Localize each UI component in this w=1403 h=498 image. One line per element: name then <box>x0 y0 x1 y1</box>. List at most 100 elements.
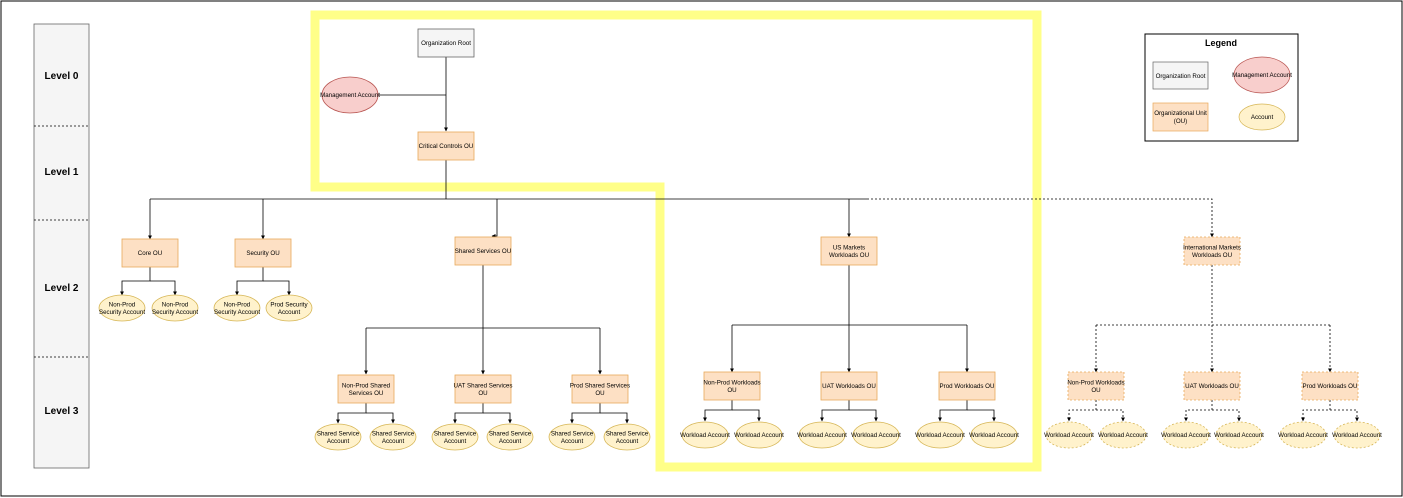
intl-wl-3-node: Workload Account <box>1161 421 1211 449</box>
node-label: Workload Account <box>1161 432 1211 439</box>
ou-shape <box>703 371 761 401</box>
connector <box>1301 400 1331 422</box>
node-label: Security Account <box>214 309 260 316</box>
account-shape <box>486 423 534 451</box>
node-label: Workloads OU <box>1192 252 1232 259</box>
security-ou-node: Security OU <box>234 238 292 268</box>
us-uat-ou-node: UAT Workloads OU <box>820 371 878 401</box>
ou-shape <box>1067 371 1125 401</box>
connector <box>967 409 996 422</box>
node-label: Account <box>499 438 522 445</box>
connector <box>600 412 629 424</box>
level-3-label: Level 3 <box>45 406 79 417</box>
node-label: Critical Controls OU <box>419 143 474 150</box>
ou-shape <box>938 371 996 401</box>
legend-ou-label-line2: (OU) <box>1174 118 1187 125</box>
account-shape <box>970 421 1018 449</box>
us-wl-1-node: Workload Account <box>680 421 730 449</box>
ou-shape <box>454 374 512 404</box>
connector <box>820 400 850 422</box>
management-account-node: Management Account <box>320 76 380 114</box>
management-account-shape <box>321 76 379 114</box>
node-label: Workload Account <box>734 432 784 439</box>
node-label: Workload Account <box>915 432 965 439</box>
node-label: OU <box>727 387 736 394</box>
node-label: Shared Service <box>372 430 415 437</box>
node-label: Account <box>327 438 350 445</box>
level-2-label: Level 2 <box>45 283 79 294</box>
account-shape <box>681 421 729 449</box>
node-label: Services OU <box>349 390 384 397</box>
ou-shape <box>1183 371 1241 401</box>
node-label: Non-Prod Workloads <box>1067 379 1124 386</box>
node-label: Account <box>561 438 584 445</box>
level-bar: Level 0 Level 1 Level 2 Level 3 <box>33 23 90 469</box>
connector <box>1067 400 1097 422</box>
connector <box>570 403 601 424</box>
node-label: Workload Account <box>969 432 1019 439</box>
level-0-label: Level 0 <box>45 71 79 82</box>
node-label: Workload Account <box>1044 432 1094 439</box>
connector <box>1212 409 1241 422</box>
node-label: OU <box>595 390 604 397</box>
node-label: Workload Account <box>797 432 847 439</box>
node-label: UAT Workloads OU <box>1185 383 1239 390</box>
node-label: Workload Account <box>1278 432 1328 439</box>
ou-shape <box>571 374 629 404</box>
shared-services-ou-node: Shared Services OU <box>454 236 512 266</box>
node-label: Shared Service <box>434 430 477 437</box>
node-label: Prod Workloads OU <box>940 383 995 390</box>
node-label: UAT Workloads OU <box>822 383 876 390</box>
ou-shape <box>121 238 179 268</box>
node-label: Workload Account <box>851 432 901 439</box>
level-1-label: Level 1 <box>45 167 79 178</box>
us-wl-5-node: Workload Account <box>915 421 965 449</box>
ou-shape <box>417 131 475 161</box>
account-shape <box>1162 421 1210 449</box>
legend-account-swatch <box>1238 103 1286 131</box>
node-label: Prod Workloads OU <box>1303 383 1358 390</box>
intl-prod-ou-node: Prod Workloads OU <box>1301 371 1359 401</box>
node-label: Workload Account <box>680 432 730 439</box>
connector <box>491 199 498 238</box>
node-label: US Markets <box>833 244 865 251</box>
node-label: Workloads OU <box>829 252 869 259</box>
account-shape <box>1215 421 1263 449</box>
node-label: Account <box>616 438 639 445</box>
ou-shape <box>337 374 395 404</box>
connector <box>1330 409 1359 422</box>
legend-ou-label-line1: Organizational Unit <box>1154 110 1207 117</box>
node-label: Prod Shared Services <box>570 382 630 389</box>
connector <box>1096 409 1125 422</box>
connector <box>483 412 512 424</box>
node-label: International Markets <box>1183 244 1241 251</box>
org-root-node: Organization Root <box>417 28 475 58</box>
core-ou-node: Core OU <box>121 238 179 268</box>
account-shape <box>265 294 313 322</box>
account-shape <box>1099 421 1147 449</box>
account-shape <box>1045 421 1093 449</box>
node-label: Workload Account <box>1332 432 1382 439</box>
connectors <box>120 57 996 424</box>
account-shape <box>735 421 783 449</box>
node-label: Shared Service <box>551 430 594 437</box>
node-label: Account <box>382 438 405 445</box>
node-label: Core OU <box>138 250 162 257</box>
us-wl-4-node: Workload Account <box>851 421 901 449</box>
node-label: Prod Security <box>270 301 308 308</box>
connector <box>336 403 367 424</box>
us-wl-2-node: Workload Account <box>734 421 784 449</box>
